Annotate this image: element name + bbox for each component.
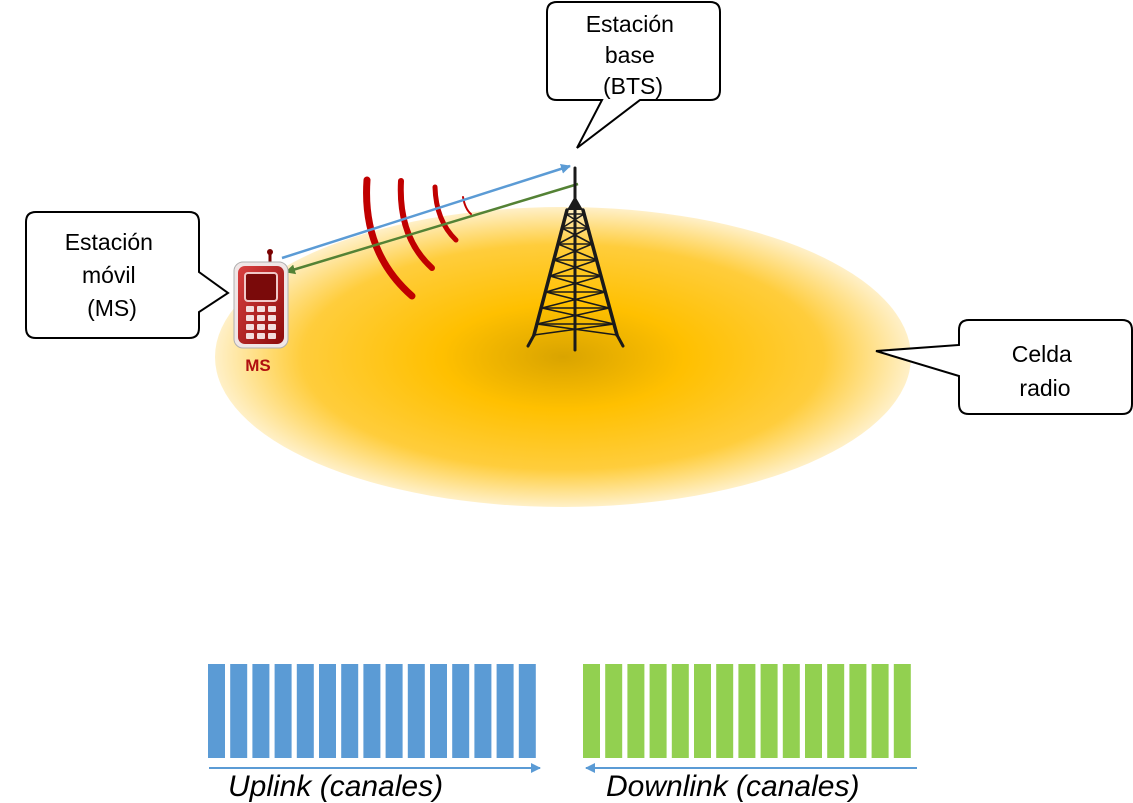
downlink-arrow [285,182,579,275]
downlink-channel-bar [649,664,667,758]
downlink-channels [583,664,911,758]
uplink-channel-bar [385,664,403,758]
downlink-channel-bar [760,664,778,758]
downlink-channel-bar [849,664,867,758]
signal-wave-3 [432,184,459,243]
downlink-channel-bar [893,664,911,758]
uplink-arrow [281,163,571,260]
uplink-channel-bar [252,664,270,758]
bts-callout-line-1: Estación [586,11,674,37]
downlink-channel-bar [694,664,711,758]
downlink-channel-bar [671,664,689,758]
svg-text:Estación móvil (MS: Estación móvil (MS) [65,229,160,321]
downlink-channel-bar [805,664,822,758]
tower-icon [526,166,625,352]
uplink-channel-bar [474,664,492,758]
downlink-channel-bar [583,664,600,758]
uplink-channel-bar [452,664,470,758]
uplink-channel-bar [341,664,359,758]
cell-callout-line-1: Celda [1012,341,1072,367]
bts-callout-line-3: (BTS) [603,73,663,99]
ms-callout-line-3: (MS) [87,295,137,321]
ms-callout: Estación móvil (MS) [25,211,230,339]
radio-cell [215,207,911,507]
bts-callout: Estación base (BTS) [546,1,721,149]
uplink-channel-bar [407,664,425,758]
uplink-channel-bar [296,664,314,758]
cell-callout: Celda radio [875,319,1133,415]
svg-text:Estación base (BTS: Estación base (BTS) [586,11,681,99]
uplink-channel-bar [319,664,336,758]
downlink-label: Downlink (canales) [606,770,859,803]
downlink-channel-bar [627,664,645,758]
cell-callout-line-2: radio [1019,375,1070,401]
uplink-label: Uplink (canales) [228,770,443,803]
uplink-channel-bar [274,664,292,758]
uplink-channel-bar [518,664,536,758]
bts-callout-line-2: base [605,42,655,68]
uplink-channel-bar [430,664,447,758]
ms-callout-line-2: móvil [82,262,136,288]
uplink-channel-bar [208,664,225,758]
downlink-channel-bar [716,664,734,758]
mobile-phone-icon [233,249,289,349]
downlink-channel-bar [782,664,800,758]
downlink-channel-bar [605,664,623,758]
uplink-channel-bar [363,664,381,758]
downlink-channel-bar [827,664,845,758]
ms-label: MS [245,356,271,375]
uplink-channels [208,664,536,758]
downlink-channel-bar [738,664,756,758]
uplink-channel-bar [230,664,248,758]
uplink-channel-bar [496,664,514,758]
ms-callout-line-1: Estación [65,229,153,255]
downlink-channel-bar [871,664,889,758]
svg-text:Celda radio: Celda radio [1012,341,1079,401]
signal-wave-2 [397,178,435,271]
